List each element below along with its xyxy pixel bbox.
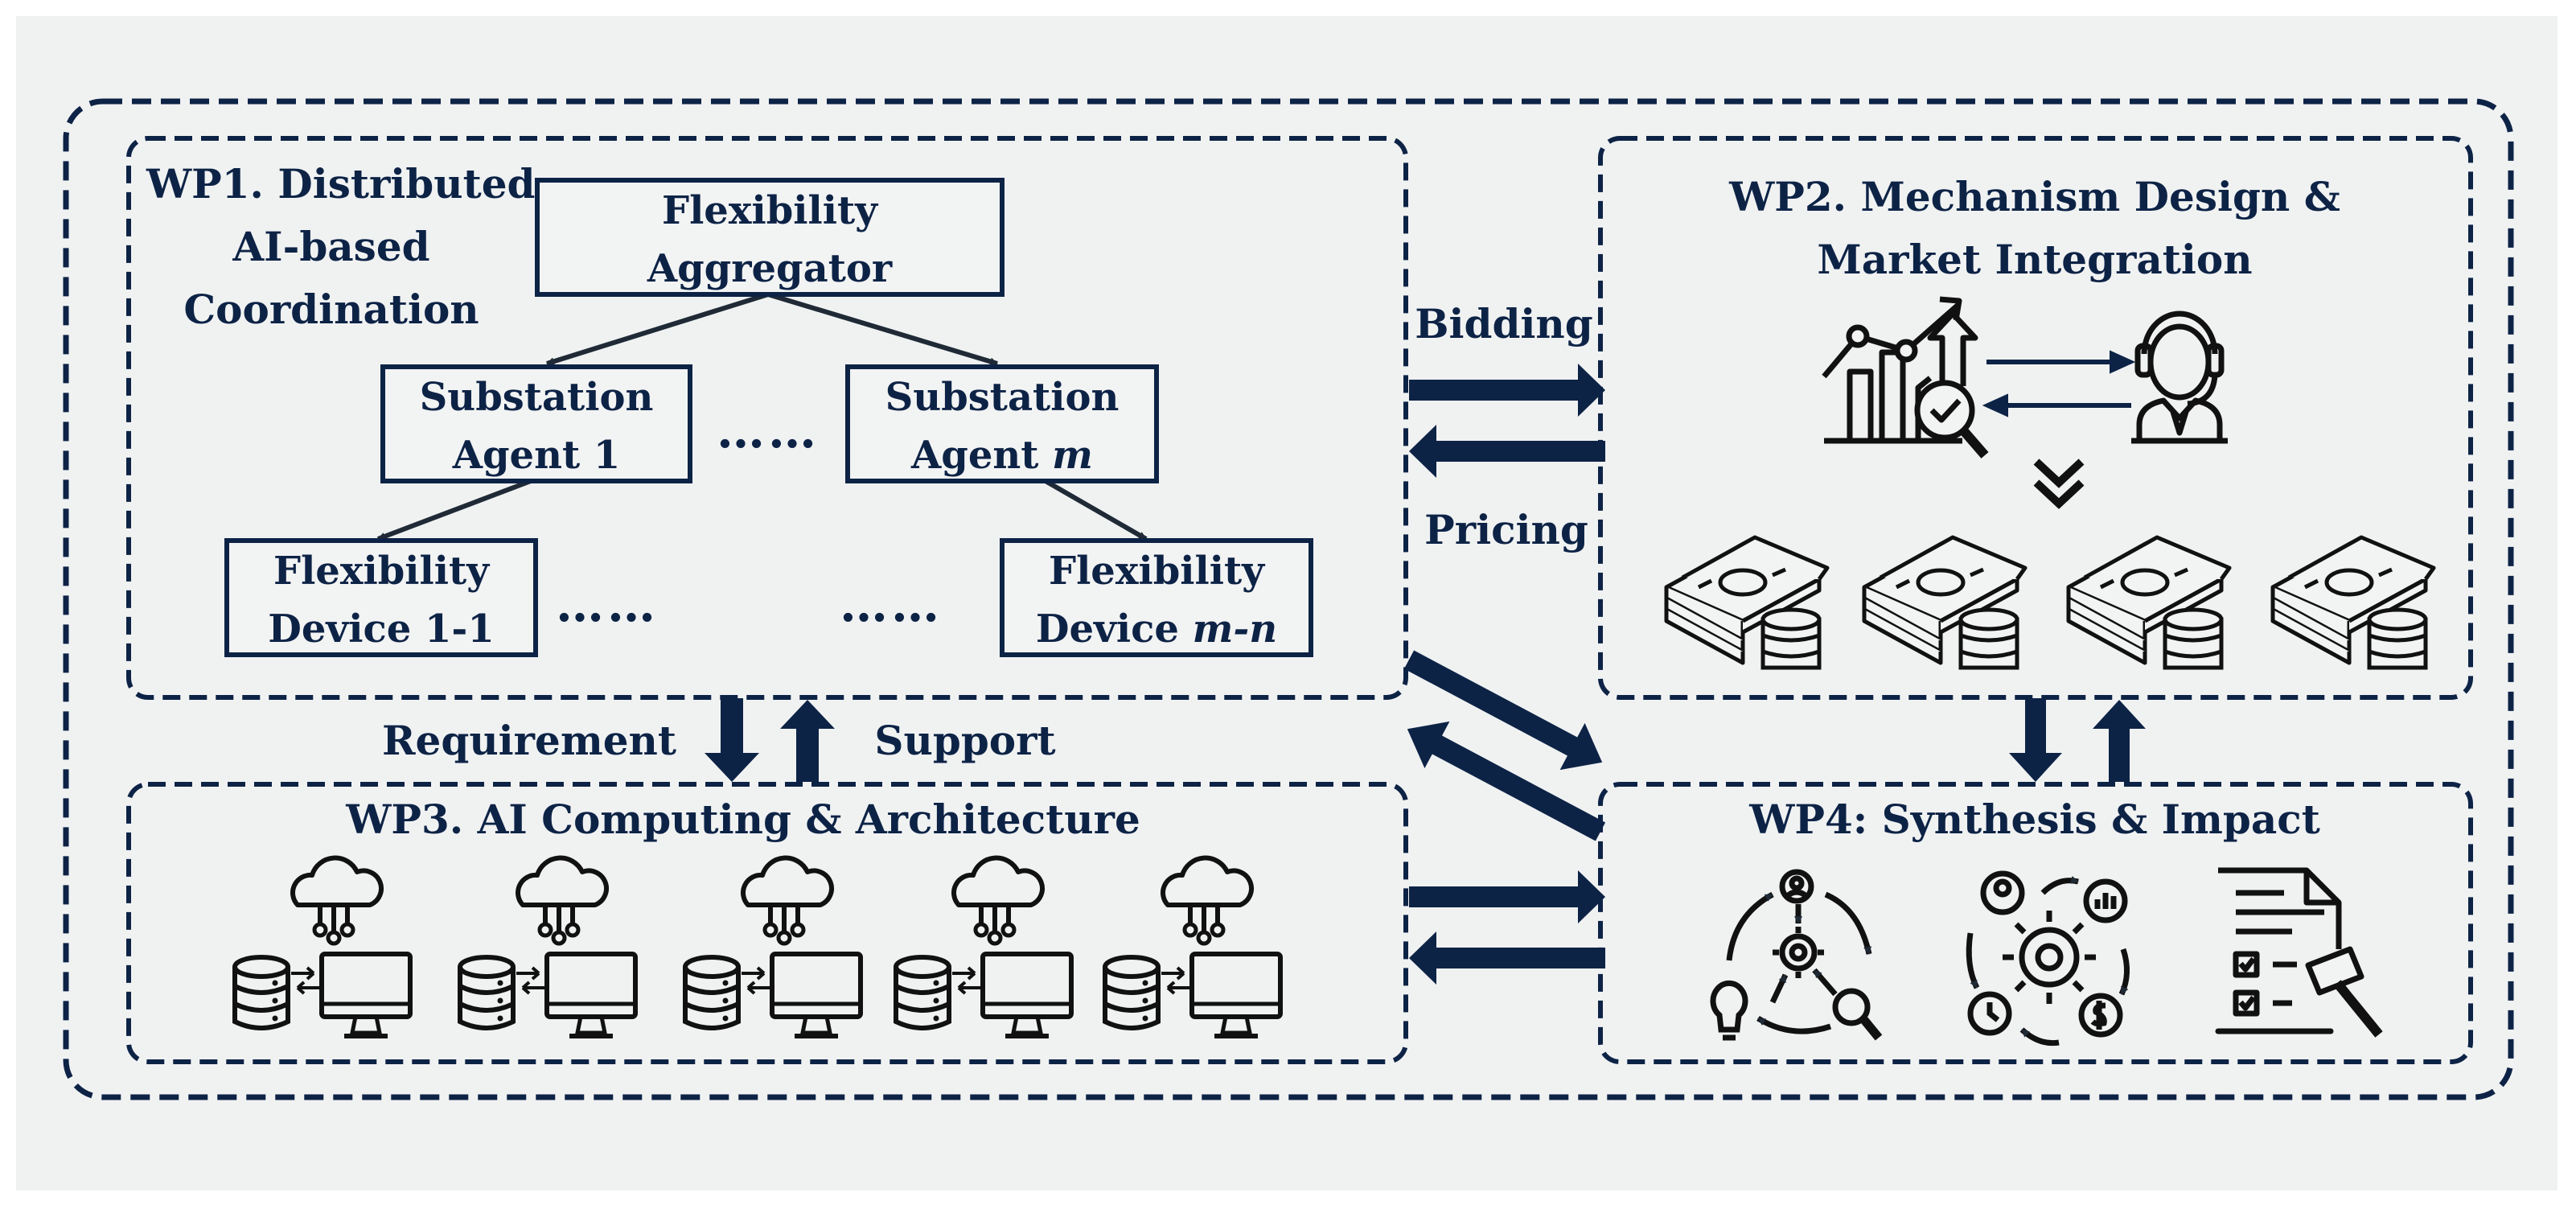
pricing-label: Pricing bbox=[1424, 506, 1588, 553]
device-ellipsis-left: …… bbox=[556, 577, 659, 633]
aggregator-label-line-1: Flexibility bbox=[662, 188, 879, 233]
device-m-n-node: Flexibility Device m-n bbox=[1000, 538, 1313, 657]
wp2-title-line-2: Market Integration bbox=[1817, 236, 2252, 283]
wp4-title: WP4: Synthesis & Impact bbox=[1748, 796, 2320, 843]
wp2-to-wp4-arrow bbox=[2009, 698, 2062, 782]
wp1-tree-edges bbox=[376, 292, 1148, 541]
device-m-n-label-line-1: Flexibility bbox=[1049, 549, 1266, 594]
wp1-title-line-2: AI-based bbox=[232, 223, 429, 270]
aggregator-node: Flexibility Aggregator bbox=[535, 178, 1005, 297]
wp1-wp3-exchange-arrows bbox=[705, 698, 835, 782]
device-1-1-label-line-1: Flexibility bbox=[273, 549, 491, 594]
device-ellipsis-right: …… bbox=[840, 577, 943, 633]
substation-agent-1-node: Substation Agent 1 bbox=[380, 364, 692, 483]
wp4-to-wp3-arrow bbox=[1409, 931, 1605, 985]
substation-m-label-line-2: Agent m bbox=[910, 433, 1093, 478]
requirement-arrow bbox=[705, 698, 759, 782]
device-1-1-label-line-2: Device 1-1 bbox=[268, 607, 494, 652]
legal-document-icon bbox=[2215, 867, 2383, 1038]
substation-m-label-line-1: Substation bbox=[885, 375, 1120, 420]
wp1-title-line-1: WP1. Distributed bbox=[146, 160, 535, 208]
requirement-label: Requirement bbox=[382, 717, 676, 764]
wp1-wp2-exchange-arrows bbox=[1409, 364, 1605, 478]
wp3-to-wp4-arrow bbox=[1409, 870, 1605, 923]
wp2-panel bbox=[1598, 136, 2473, 700]
support-label: Support bbox=[874, 717, 1055, 764]
device-1-1-node: Flexibility Device 1-1 bbox=[224, 538, 538, 657]
operator-headset-icon bbox=[2131, 310, 2228, 444]
wp1-to-wp4-arrow bbox=[1403, 650, 1603, 771]
flow-arrows-icon bbox=[1982, 350, 2136, 417]
wp1-wp4-exchange-arrows bbox=[1403, 650, 1606, 841]
pricing-arrow bbox=[1409, 425, 1605, 478]
wp3-title: WP3. AI Computing & Architecture bbox=[345, 796, 1140, 843]
wp1-panel bbox=[126, 136, 1408, 700]
double-chevron-down-icon bbox=[2033, 459, 2085, 509]
wp4-to-wp1-arrow bbox=[1407, 721, 1606, 841]
market-analytics-icon bbox=[1822, 296, 1989, 459]
bidding-label: Bidding bbox=[1415, 300, 1592, 347]
substation-ellipsis: …… bbox=[717, 403, 820, 459]
substation-agent-m-node: Substation Agent m bbox=[845, 364, 1159, 483]
wp1-title-line-3: Coordination bbox=[183, 286, 479, 333]
outer-frame bbox=[63, 98, 2514, 1100]
aggregator-label-line-2: Aggregator bbox=[647, 246, 893, 291]
bidding-arrow bbox=[1409, 364, 1605, 417]
process-gears-icon bbox=[1966, 870, 2130, 1047]
device-m-n-label-line-2: Device m-n bbox=[1036, 607, 1277, 652]
wp3-wp4-exchange-arrows bbox=[1409, 870, 1605, 985]
substation-1-label-line-2: Agent 1 bbox=[452, 433, 621, 478]
innovation-cycle-icon bbox=[1710, 869, 1883, 1041]
wp4-panel bbox=[1598, 782, 2473, 1064]
wp4-to-wp2-arrow bbox=[2093, 700, 2146, 782]
wp3-panel bbox=[126, 782, 1408, 1064]
substation-1-label-line-1: Substation bbox=[420, 375, 654, 420]
support-arrow bbox=[780, 700, 835, 782]
wp2-title-line-1: WP2. Mechanism Design & bbox=[1728, 173, 2340, 220]
wp2-wp4-exchange-arrows bbox=[2009, 698, 2146, 782]
